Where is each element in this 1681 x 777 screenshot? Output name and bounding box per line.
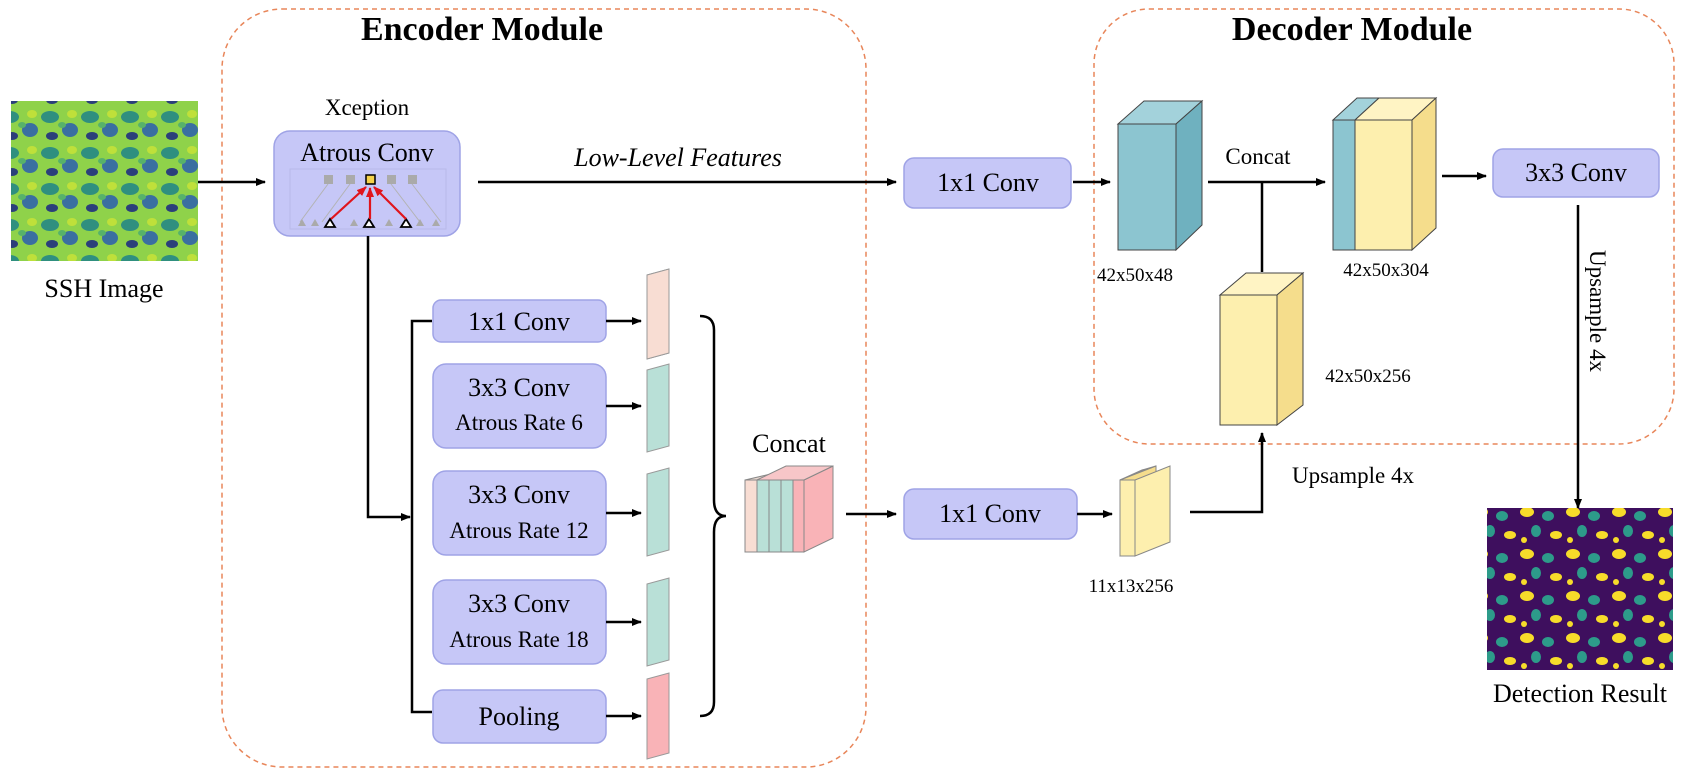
detection-result-label: Detection Result [1493, 679, 1668, 708]
branch-block-1x1 [646, 268, 670, 360]
final-conv-label: 3x3 Conv [1525, 158, 1627, 187]
aspp-rate18-line1: 3x3 Conv [468, 589, 570, 618]
aspp-rate18-line2: Atrous Rate 18 [449, 627, 588, 652]
aspp-concat-stack [744, 465, 834, 553]
aspp-concat-label: Concat [752, 429, 826, 458]
backbone-to-aspp-line [366, 236, 411, 521]
upsample-mid-arrow [1190, 432, 1266, 514]
aspp-pooling-label: Pooling [479, 702, 560, 731]
aspp-branch-rate18: 3x3 Conv Atrous Rate 18 [432, 579, 607, 665]
aspp-rate12-line2: Atrous Rate 12 [449, 518, 588, 543]
aspp-1x1-label: 1x1 Conv [468, 307, 570, 336]
aspp-rate6-line2: Atrous Rate 6 [455, 410, 583, 435]
upsampled-block [1218, 271, 1305, 427]
decoder-concat-label: Concat [1225, 144, 1291, 169]
branch-block-pooling [646, 672, 670, 760]
aspp-rate12-line1: 3x3 Conv [468, 480, 570, 509]
branch-block-rate6 [646, 363, 670, 453]
decoder-low-conv-box [903, 157, 1072, 209]
ssh-image [11, 101, 198, 261]
ssh-image-label: SSH Image [44, 274, 163, 303]
aspp-branch-pooling: Pooling [432, 689, 607, 744]
atrous-conv-icon [289, 168, 447, 230]
aspp-branch-1x1: 1x1 Conv [432, 299, 607, 343]
aspp-branch-rate12: 3x3 Conv Atrous Rate 12 [432, 470, 607, 556]
concat-brace [699, 314, 727, 718]
low-level-dim: 42x50x48 [1097, 265, 1173, 286]
upsample-mid-label: Upsample 4x [1292, 463, 1415, 488]
detection-result-image [1487, 508, 1673, 670]
low-level-features-label: Low-Level Features [573, 143, 782, 172]
decoder-module-border [1093, 8, 1675, 445]
concat-dim: 42x50x304 [1343, 260, 1429, 281]
xception-caption: Xception [325, 95, 410, 120]
aspp-output-dim: 11x13x256 [1089, 576, 1174, 597]
branch-block-rate18 [646, 577, 670, 667]
decoder-low-conv-label: 1x1 Conv [937, 168, 1039, 197]
encoder-module-border [221, 8, 867, 768]
aspp-branch-bracket [410, 319, 432, 714]
branch-block-rate12 [646, 467, 670, 557]
aspp-branch-rate6: 3x3 Conv Atrous Rate 6 [432, 363, 607, 449]
concat-block [1331, 96, 1438, 252]
encoder-module-title: Encoder Module [361, 11, 603, 48]
aspp-post-conv-label: 1x1 Conv [939, 499, 1041, 528]
decoder-module-title: Decoder Module [1232, 11, 1472, 48]
aspp-rate6-line1: 3x3 Conv [468, 373, 570, 402]
upsampled-dim: 42x50x256 [1325, 366, 1411, 387]
low-level-block [1116, 99, 1204, 252]
atrous-conv-label: Atrous Conv [300, 138, 434, 167]
aspp-branch-arrows [606, 317, 642, 720]
final-conv-box [1492, 148, 1660, 198]
upsample-final-label: Upsample 4x [1585, 250, 1610, 373]
aspp-output-block [1119, 465, 1171, 557]
